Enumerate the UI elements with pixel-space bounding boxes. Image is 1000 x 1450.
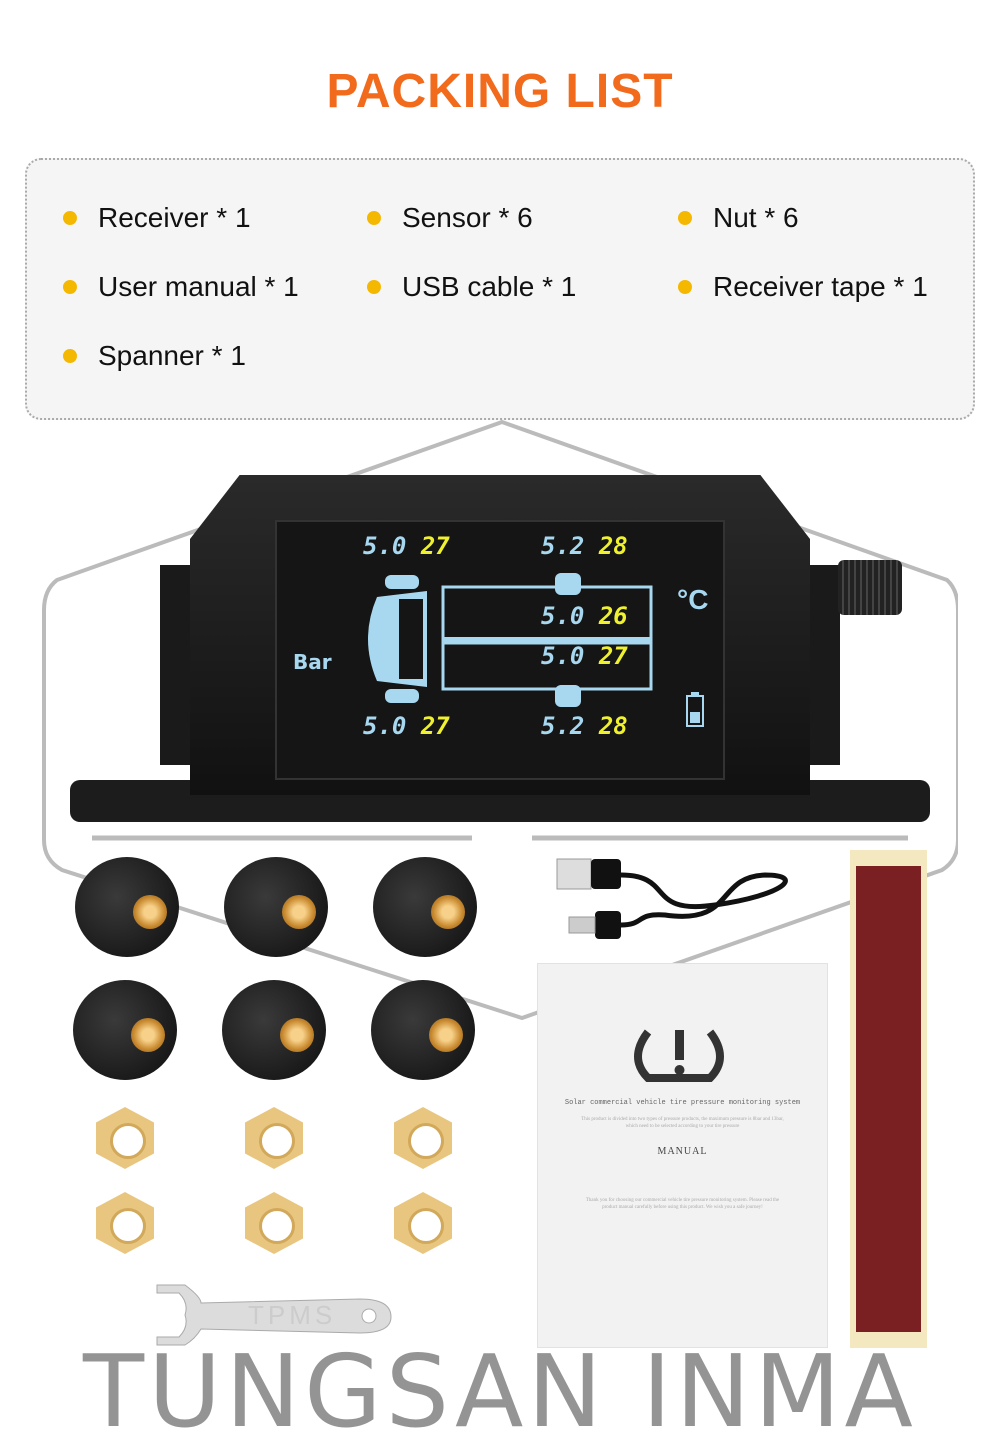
reading-rear-right: 5.2 28 <box>541 712 628 740</box>
stand-post-left <box>160 565 192 765</box>
sensor-icon <box>371 980 475 1080</box>
sensor-icon <box>373 857 477 957</box>
list-item: Spanner * 1 <box>63 340 246 372</box>
manual-footer: Thank you for choosing our commercial ve… <box>585 1198 780 1210</box>
bullet-icon <box>63 211 77 225</box>
item-label: Receiver tape * 1 <box>713 271 928 302</box>
reading-front-right: 5.2 28 <box>541 532 628 560</box>
list-item: User manual * 1 <box>63 271 299 303</box>
spanner-label: TPMS <box>248 1300 337 1330</box>
tire-pressure-warning-icon <box>634 1029 724 1082</box>
item-label: Nut * 6 <box>713 202 799 233</box>
bullet-icon <box>678 211 692 225</box>
battery-icon <box>686 692 704 727</box>
watermark: TUNGSAN INMA <box>83 1333 917 1450</box>
user-manual: Solar commercial vehicle tire pressure m… <box>537 963 828 1348</box>
item-label: User manual * 1 <box>98 271 299 302</box>
stand-post-right <box>808 565 840 765</box>
list-item: Nut * 6 <box>678 202 799 234</box>
usb-cable-icon <box>556 858 788 939</box>
bullet-icon <box>63 280 77 294</box>
sensor-icon <box>75 857 179 957</box>
packing-list: Receiver * 1 Sensor * 6 Nut * 6 User man… <box>25 158 975 420</box>
truck-diagram-icon <box>368 573 653 707</box>
manual-subtitle: Solar commercial vehicle tire pressure m… <box>564 1099 801 1107</box>
item-label: USB cable * 1 <box>402 271 577 302</box>
receiver-tape <box>850 850 927 1348</box>
list-item: Receiver * 1 <box>63 202 251 234</box>
nut-icon <box>245 1192 303 1254</box>
watermark-hexagon-icon <box>42 420 958 1020</box>
sensor-icon <box>224 857 328 957</box>
item-label: Spanner * 1 <box>98 340 246 371</box>
nut-icon <box>245 1107 303 1169</box>
bullet-icon <box>367 211 381 225</box>
knob-icon <box>838 560 902 615</box>
manual-intro: This product is divided into two types o… <box>581 1117 784 1129</box>
item-label: Sensor * 6 <box>402 202 533 233</box>
item-label: Receiver * 1 <box>98 202 251 233</box>
sensor-icon <box>222 980 326 1080</box>
reading-front-left: 5.0 27 <box>363 532 450 560</box>
bullet-icon <box>63 349 77 363</box>
tape-adhesive <box>856 866 921 1332</box>
nut-icon <box>394 1107 452 1169</box>
nut-icon <box>394 1192 452 1254</box>
reading-rear-left: 5.0 27 <box>363 712 450 740</box>
temp-unit: °C <box>677 584 709 615</box>
bullet-icon <box>678 280 692 294</box>
list-item: USB cable * 1 <box>367 271 576 303</box>
sensor-icon <box>73 980 177 1080</box>
list-item: Sensor * 6 <box>367 202 533 234</box>
spanner-icon <box>156 1284 392 1346</box>
receiver-screen: 5.0 27 5.2 28 5.0 26 5.0 27 5.0 27 5.2 2… <box>275 520 725 780</box>
reading-rear-right-outer: 5.0 26 <box>541 602 628 630</box>
reading-rear-right-inner: 5.0 27 <box>541 642 628 670</box>
nut-icon <box>96 1107 154 1169</box>
list-item: Receiver tape * 1 <box>678 271 928 303</box>
nut-icon <box>96 1192 154 1254</box>
pressure-unit: Bar <box>293 650 332 674</box>
page-title: PACKING LIST <box>326 65 674 118</box>
manual-title: MANUAL <box>657 1146 708 1157</box>
bullet-icon <box>367 280 381 294</box>
